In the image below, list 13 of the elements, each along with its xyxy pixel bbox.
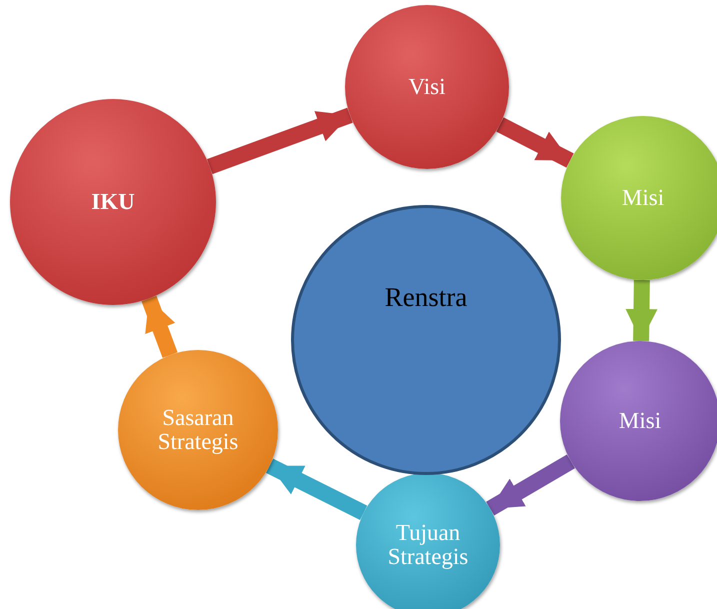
block-arrow bbox=[266, 458, 368, 520]
node-label: Sasaran Strategis bbox=[156, 406, 240, 454]
block-arrow bbox=[206, 108, 353, 174]
node-label: Renstra bbox=[384, 283, 468, 312]
block-arrow bbox=[496, 117, 574, 168]
circle-node bbox=[356, 473, 500, 609]
node-label: Misi bbox=[618, 408, 662, 434]
node-label: IKU bbox=[91, 190, 135, 214]
node-label: Visi bbox=[408, 74, 446, 100]
block-arrow bbox=[626, 280, 658, 342]
node-label: Tujuan Strategis bbox=[386, 520, 470, 570]
block-arrow bbox=[486, 454, 575, 516]
node-label: Misi bbox=[622, 186, 664, 210]
